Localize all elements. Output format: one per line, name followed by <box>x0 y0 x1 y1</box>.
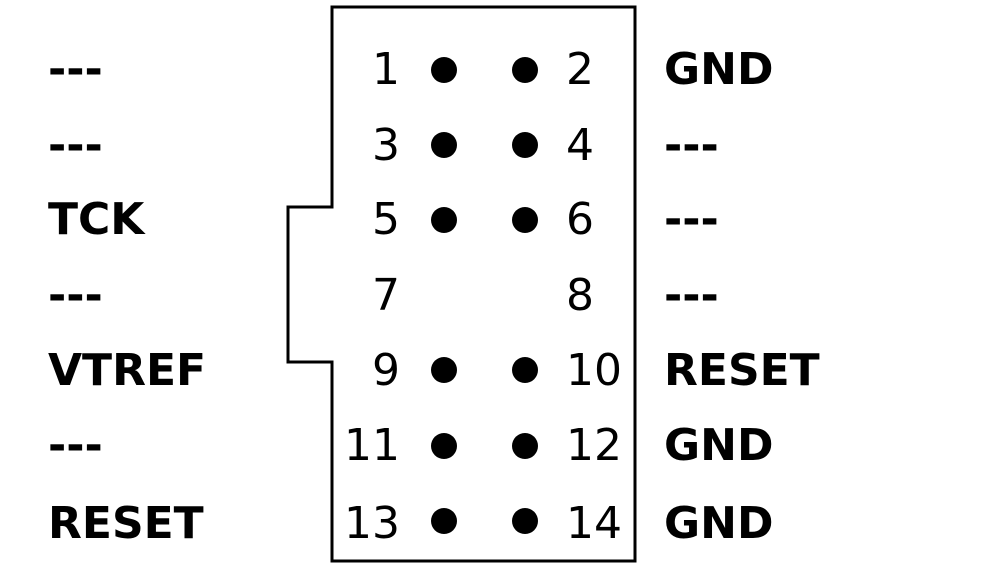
pin-number-3: 3 <box>372 120 400 171</box>
pin-dot-5 <box>431 207 457 233</box>
pin-dot-10 <box>512 357 538 383</box>
pin-number-9: 9 <box>372 345 400 396</box>
right-signal-pin-6: --- <box>664 194 719 245</box>
pin-dot-6 <box>512 207 538 233</box>
pin-dot-11 <box>431 433 457 459</box>
left-signal-pin-13: RESET <box>48 498 204 549</box>
pin-number-4: 4 <box>566 120 594 171</box>
pin-dots <box>431 57 538 534</box>
pin-number-14: 14 <box>566 498 622 549</box>
pin-number-6: 6 <box>566 194 594 245</box>
pin-number-10: 10 <box>566 345 622 396</box>
right-signal-pin-12: GND <box>664 420 774 471</box>
pin-dot-9 <box>431 357 457 383</box>
pin-number-5: 5 <box>372 194 400 245</box>
right-signal-pin-8: --- <box>664 270 719 321</box>
pin-number-11: 11 <box>344 420 400 471</box>
pin-number-2: 2 <box>566 44 594 95</box>
left-signal-pin-3: --- <box>48 120 103 171</box>
left-signal-pin-7: --- <box>48 270 103 321</box>
pin-number-7: 7 <box>372 270 400 321</box>
pin-dot-12 <box>512 433 538 459</box>
left-signal-pin-9: VTREF <box>48 345 207 396</box>
right-signal-pin-2: GND <box>664 44 774 95</box>
pin-number-12: 12 <box>566 420 622 471</box>
right-signal-pin-14: GND <box>664 498 774 549</box>
right-signal-pin-10: RESET <box>664 345 820 396</box>
pin-dot-1 <box>431 57 457 83</box>
left-signal-pin-11: --- <box>48 420 103 471</box>
pin-dot-13 <box>431 508 457 534</box>
pin-dot-14 <box>512 508 538 534</box>
pin-dot-3 <box>431 132 457 158</box>
left-signal-pin-5: TCK <box>48 194 145 245</box>
pin-number-1: 1 <box>372 44 400 95</box>
pin-number-8: 8 <box>566 270 594 321</box>
left-signal-pin-1: --- <box>48 44 103 95</box>
right-signal-pin-4: --- <box>664 120 719 171</box>
pin-dot-2 <box>512 57 538 83</box>
pin-dot-4 <box>512 132 538 158</box>
connector-outline <box>286 5 637 563</box>
pin-number-13: 13 <box>344 498 400 549</box>
